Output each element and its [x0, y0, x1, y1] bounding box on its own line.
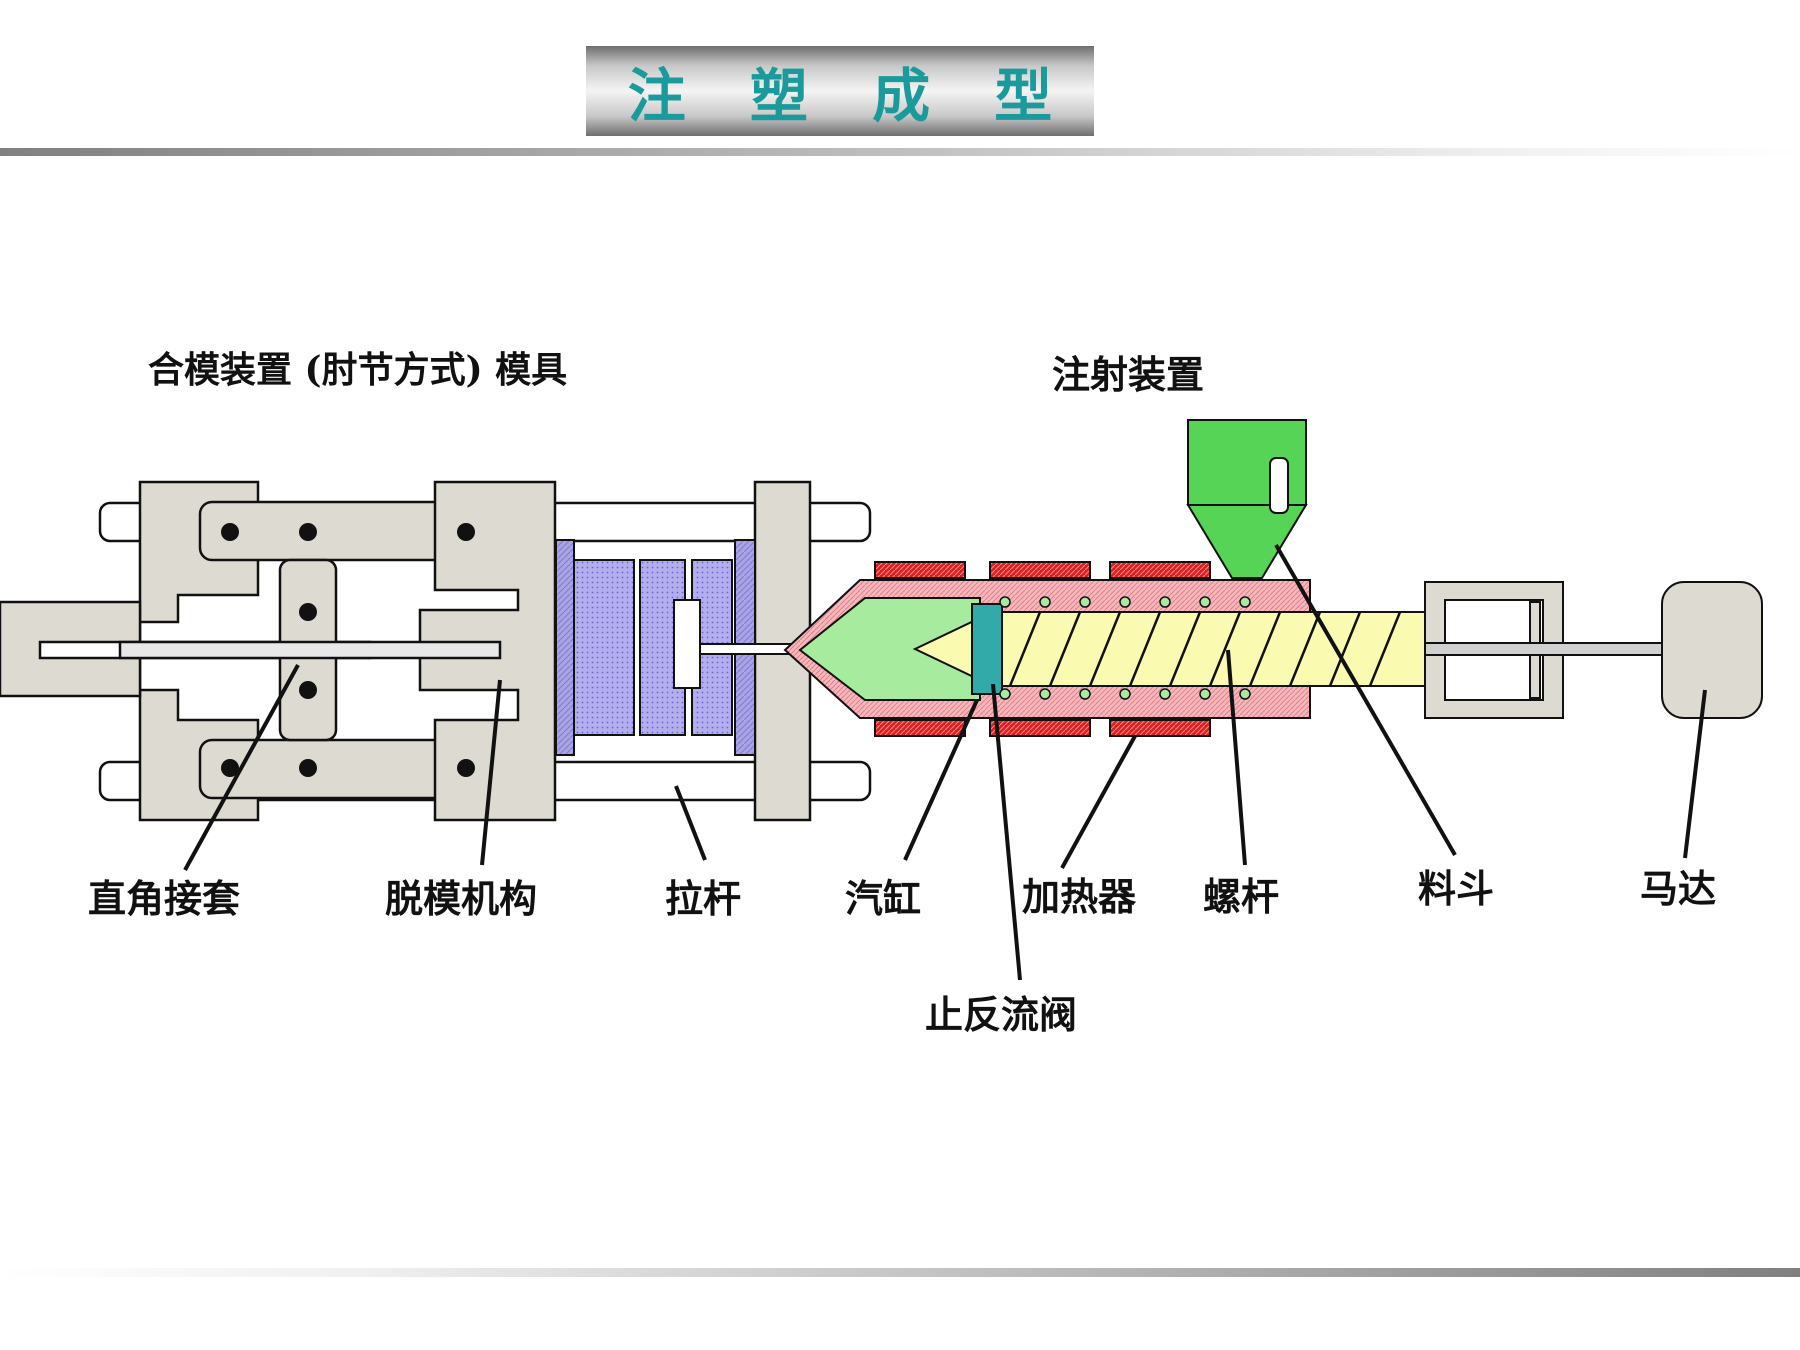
pellet	[999, 688, 1011, 700]
label-screw: 螺杆	[1203, 874, 1279, 919]
piston-rod	[1424, 642, 1664, 656]
label-ejector: 脱模机构	[385, 876, 537, 921]
label-hopper: 料斗	[1418, 866, 1494, 911]
leader-motor	[1683, 689, 1707, 859]
hopper-throat	[1186, 504, 1308, 579]
pellet	[1039, 596, 1051, 608]
heater-band	[1109, 719, 1211, 737]
pellet	[1119, 688, 1131, 700]
pellet	[1039, 688, 1051, 700]
pin	[221, 523, 239, 541]
label-toggle-link: 直角接套	[88, 876, 240, 921]
leader-hopper	[1274, 543, 1457, 857]
pellet	[999, 596, 1011, 608]
heater-band	[874, 561, 966, 579]
bottom-divider	[0, 1268, 1800, 1277]
pin	[299, 523, 317, 541]
mold-part-cavity	[673, 599, 701, 689]
screw-shaft	[984, 611, 1426, 687]
pin	[457, 759, 475, 777]
leader-tie-bar	[674, 785, 707, 861]
leader-toggle-link	[183, 664, 300, 871]
pellet	[1159, 596, 1171, 608]
motor-body	[1661, 581, 1763, 719]
pins	[221, 523, 475, 777]
top-divider	[0, 148, 1800, 156]
pellet	[1239, 688, 1251, 700]
sprue-channel	[699, 643, 791, 655]
pin	[221, 759, 239, 777]
check-valve-ring	[971, 603, 1003, 695]
injection-unit	[783, 419, 1763, 737]
pellet	[1199, 596, 1211, 608]
pellet	[1239, 596, 1251, 608]
leader-ejector	[480, 679, 502, 866]
mold-moving-half	[555, 539, 575, 756]
screw-flights	[1008, 611, 1402, 687]
heater-band	[989, 719, 1091, 737]
leader-heater	[1060, 735, 1137, 869]
label-cylinder: 汽缸	[845, 876, 921, 921]
injection-dots	[999, 596, 1251, 700]
leader-screw	[1226, 649, 1247, 866]
label-motor: 马达	[1640, 866, 1716, 911]
label-heater: 加热器	[1022, 874, 1137, 919]
pellet	[1159, 688, 1171, 700]
title-banner: 注 塑 成 型	[586, 46, 1094, 136]
leader-check-valve	[991, 683, 1022, 981]
ejector-rod	[118, 640, 502, 660]
pellet	[1079, 596, 1091, 608]
heater-band	[989, 561, 1091, 579]
pin	[299, 603, 317, 621]
mold-cavity-block	[573, 559, 635, 736]
page-title: 注 塑 成 型	[627, 62, 1075, 130]
label-check-valve: 止反流阀	[925, 992, 1077, 1037]
mold	[555, 539, 791, 756]
pellet	[1119, 596, 1131, 608]
pin	[299, 681, 317, 699]
heater-band	[1109, 561, 1211, 579]
pellet	[1079, 688, 1091, 700]
leader-cylinder	[903, 699, 979, 861]
pellet	[1199, 688, 1211, 700]
hopper-window	[1269, 457, 1289, 514]
leader-lines	[183, 543, 1707, 981]
heater-band	[874, 719, 966, 737]
section-label-clamping: 合模装置 (肘节方式) 模具	[148, 349, 567, 391]
pin	[299, 759, 317, 777]
pin	[457, 523, 475, 541]
label-tie-bar: 拉杆	[665, 876, 741, 921]
section-label-injection: 注射装置	[1052, 352, 1204, 397]
clamping-frame	[0, 480, 872, 822]
